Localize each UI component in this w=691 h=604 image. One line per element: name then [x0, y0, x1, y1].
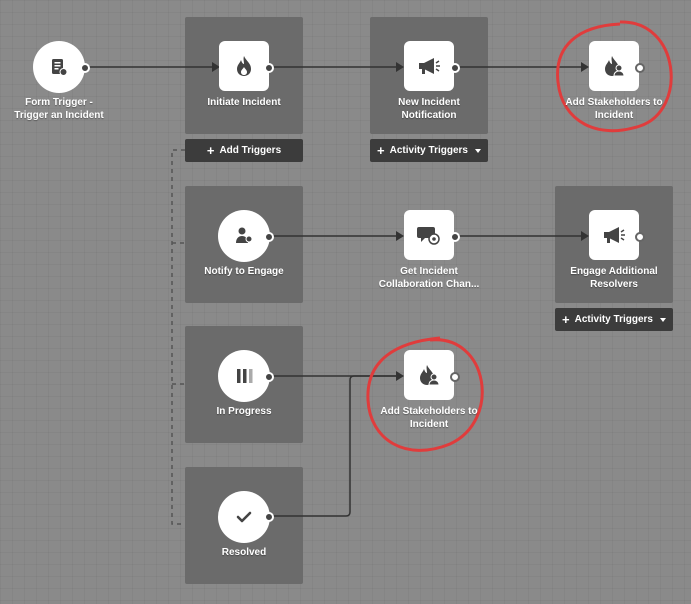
new-incident-notification-label: New Incident Notification [398, 97, 460, 121]
form-trigger-node[interactable] [33, 41, 85, 93]
plus-icon: + [377, 143, 385, 158]
form-trigger-output-port[interactable] [80, 63, 90, 73]
add-stakeholders-label-2: Add Stakeholders to Incident [380, 406, 478, 430]
add-stakeholders-label: Add Stakeholders to Incident [565, 97, 663, 121]
activity-triggers-button[interactable]: + Activity Triggers [370, 139, 488, 162]
activity-triggers-label: Activity Triggers [389, 145, 468, 156]
in-progress-output-port[interactable] [264, 372, 274, 382]
initiate-incident-label: Initiate Incident [207, 97, 281, 108]
in-progress-node[interactable] [218, 350, 270, 402]
resolved-node[interactable] [218, 491, 270, 543]
resolved-label: Resolved [221, 547, 267, 558]
engage-additional-resolvers-label: Engage Additional Resolvers [570, 266, 658, 290]
initiate-incident-node[interactable] [219, 41, 269, 91]
plus-icon: + [562, 312, 570, 327]
notify-to-engage-label: Notify to Engage [204, 266, 284, 277]
initiate-incident-output-port[interactable] [264, 63, 274, 73]
get-collaboration-channel-label: Get Incident Collaboration Chan... [378, 266, 480, 290]
pause-icon [237, 369, 253, 383]
notify-to-engage-output-port[interactable] [264, 232, 274, 242]
flame-icon [237, 56, 251, 76]
add-stakeholders-output-port-2[interactable] [450, 372, 460, 382]
get-collaboration-channel-node[interactable] [404, 210, 454, 260]
engage-additional-resolvers-output-port[interactable] [635, 232, 645, 242]
plus-icon: + [206, 143, 215, 158]
chevron-down-icon [474, 148, 481, 153]
engage-additional-resolvers-node[interactable] [589, 210, 639, 260]
get-collaboration-channel-output-port[interactable] [450, 232, 460, 242]
users-icon [236, 227, 253, 243]
add-stakeholders-node-2[interactable] [404, 350, 454, 400]
add-triggers-button[interactable]: + Add Triggers [185, 139, 303, 162]
activity-triggers-label: Activity Triggers [574, 314, 653, 325]
check-icon [236, 511, 252, 523]
form-trigger-label: Form Trigger - Trigger an Incident [14, 97, 104, 121]
form-icon [52, 59, 68, 76]
new-incident-notification-node[interactable] [404, 41, 454, 91]
add-stakeholders-node[interactable] [589, 41, 639, 91]
flame-user-icon [605, 56, 625, 77]
in-progress-label: In Progress [216, 406, 272, 417]
resolved-output-port[interactable] [264, 512, 274, 522]
chevron-down-icon [659, 317, 666, 322]
megaphone-icon [419, 58, 440, 74]
chat-gear-icon [417, 227, 440, 245]
activity-triggers-button-2[interactable]: + Activity Triggers [555, 308, 673, 331]
add-stakeholders-output-port[interactable] [635, 63, 645, 73]
notify-to-engage-node[interactable] [218, 210, 270, 262]
add-triggers-label: Add Triggers [219, 145, 282, 156]
flame-user-icon [420, 365, 440, 386]
megaphone-icon [604, 227, 625, 243]
new-incident-notification-output-port[interactable] [450, 63, 460, 73]
